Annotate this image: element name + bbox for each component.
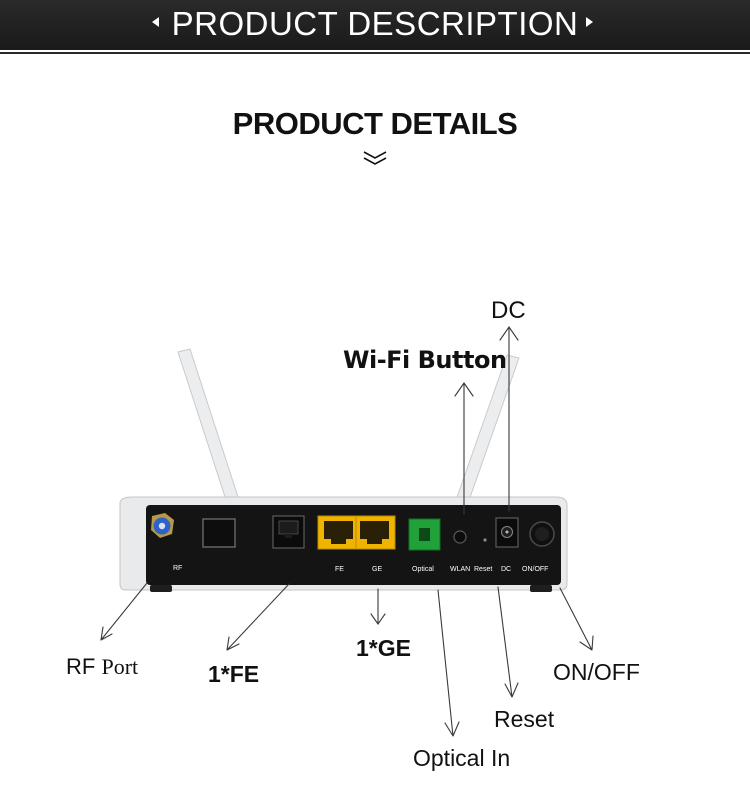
banner-divider [0, 52, 750, 54]
double-chevron-down-icon [363, 151, 387, 165]
callout-reset: Reset [494, 706, 555, 732]
silk-label-onoff: ON/OFF [522, 566, 548, 573]
reset-pinhole-icon [483, 538, 487, 542]
callout-fe: 1*FE [208, 661, 260, 687]
left-antenna [177, 348, 240, 504]
section-title: PRODUCT DETAILS [232, 106, 518, 141]
right-foot [530, 585, 552, 592]
callout-optical-in: Optical In [413, 745, 511, 771]
dc-jack-icon [495, 517, 519, 548]
callout-arrow-reset [497, 586, 519, 698]
callout-arrow-optical-in [437, 589, 460, 737]
silk-label-dc: DC [501, 566, 511, 573]
banner-title: PRODUCT DESCRIPTION [171, 5, 579, 42]
callout-on-off: ON/OFF [553, 659, 640, 685]
triangle-right-icon [586, 17, 593, 27]
optical-port-icon [408, 518, 441, 551]
silk-label-reset: Reset [474, 566, 492, 573]
callout-rf-port-abbr: RF [66, 654, 96, 679]
callout-arrow-wifi-button [454, 382, 474, 515]
silk-label-wlan: WLAN [450, 566, 470, 573]
callout-arrow-ge [370, 588, 386, 625]
triangle-left-icon [152, 17, 159, 27]
callout-ge: 1*GE [356, 635, 411, 661]
callout-arrow-fe [226, 583, 290, 651]
ge-port-icon [272, 515, 305, 549]
callout-rf-port: RF Port [66, 654, 138, 680]
power-switch-icon [529, 521, 555, 547]
silk-label-rf: RF [173, 565, 182, 572]
callout-arrow-dc [499, 326, 519, 512]
silk-label-fe: FE [335, 566, 344, 573]
fe-port-icon [317, 515, 396, 550]
silk-label-optical: Optical [412, 566, 434, 573]
callout-arrow-on-off [559, 587, 594, 651]
header-banner: PRODUCT DESCRIPTION [0, 0, 750, 50]
wlan-button-icon [453, 530, 467, 544]
callout-wifi-button: Wi-Fi Button [343, 346, 507, 374]
silk-label-ge: GE [372, 566, 382, 573]
left-foot [150, 585, 172, 592]
blank-port-window [202, 518, 236, 548]
rf-connector-icon [151, 513, 174, 538]
callout-arrow-rf-port [100, 582, 148, 641]
callout-rf-port-word: Port [101, 654, 139, 679]
callout-dc: DC [491, 297, 526, 324]
